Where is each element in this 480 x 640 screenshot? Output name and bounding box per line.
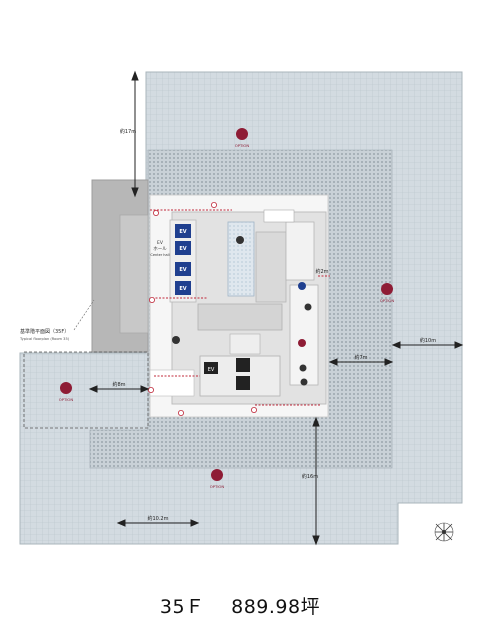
lift-2 (236, 376, 250, 390)
ev-label: EV (179, 229, 186, 235)
exit-marker (177, 409, 184, 416)
info-icon (236, 236, 244, 244)
small-ev (204, 362, 218, 374)
arrow-head (131, 187, 139, 198)
toilet-icon (299, 364, 307, 372)
floor-caption: 35Ｆ 889.98坪 (0, 592, 480, 618)
ev-label: EV (179, 286, 186, 292)
toilet-icon (304, 303, 312, 311)
exit-marker (210, 201, 217, 208)
stair-lower (229, 333, 261, 355)
dim-label-8m: 約8m (112, 381, 125, 388)
exit-marker (152, 209, 159, 216)
dim-label-10-2m: 約10.2m (147, 515, 168, 522)
typical-floorplan-en: Typical floorplan (Room 35) (19, 337, 70, 341)
lift-1 (236, 358, 250, 372)
option-icon (381, 283, 393, 295)
dim-label-2m: 約2m (315, 268, 328, 275)
annex-column (119, 214, 149, 334)
arrow-head (384, 358, 394, 366)
central-shaft (227, 221, 255, 297)
arrow-head (116, 519, 126, 527)
male-toilet-icon (298, 339, 306, 347)
left-annex-lower (23, 351, 149, 429)
arrow-head (131, 70, 139, 81)
lower-core (197, 303, 283, 331)
small-ev-label: EV (208, 367, 215, 373)
elevator-car (175, 224, 191, 238)
floor-area: 889.98坪 (231, 596, 321, 618)
dim-label-7m: 約7m (354, 354, 367, 361)
option-icon (60, 382, 72, 394)
left-room (149, 369, 195, 397)
room-small (263, 209, 295, 223)
option-icon (236, 128, 248, 140)
option-label: OPTION (235, 143, 250, 148)
option-label: OPTION (59, 397, 74, 402)
arrow-head (312, 535, 320, 546)
arrow-head (328, 358, 338, 366)
arrow-head (391, 341, 401, 349)
female-toilet-icon (298, 282, 306, 290)
elevator-cars (175, 224, 191, 295)
dim-label-16m: 約16m (302, 473, 318, 480)
option-label: OPTION (380, 298, 395, 303)
elevator-car (175, 241, 191, 255)
arrow-head (190, 519, 200, 527)
ev-hall-label: EV (157, 240, 164, 246)
dim-label-10m: 約10m (420, 337, 436, 344)
exit-marker (148, 296, 155, 303)
ev-label: EV (179, 246, 186, 252)
dim-label-17m: 約17m (120, 128, 136, 135)
elevator-car (175, 262, 191, 276)
arrow-head (454, 341, 464, 349)
option-icon (211, 469, 223, 481)
ev-hall-sub: ホール (153, 246, 167, 252)
arrow-head (88, 385, 98, 393)
arrow-head (312, 416, 320, 427)
exit-marker (250, 406, 257, 413)
elevator-car (175, 281, 191, 295)
stair-room (255, 231, 287, 303)
ev-hall-en: Center hall (150, 253, 169, 257)
leader-line (73, 299, 95, 331)
typical-floorplan-label: 基準階平面図（35F） (20, 328, 69, 335)
exit-marker (147, 386, 154, 393)
arrow-head (140, 385, 150, 393)
option-marks (60, 128, 393, 481)
toilet-icon (300, 378, 308, 386)
info-icon (172, 336, 180, 344)
ev-label: EV (179, 267, 186, 273)
floor-number: 35Ｆ (159, 596, 205, 618)
option-label: OPTION (210, 484, 225, 489)
service-room (285, 221, 315, 281)
compass-rose-icon (434, 522, 454, 542)
